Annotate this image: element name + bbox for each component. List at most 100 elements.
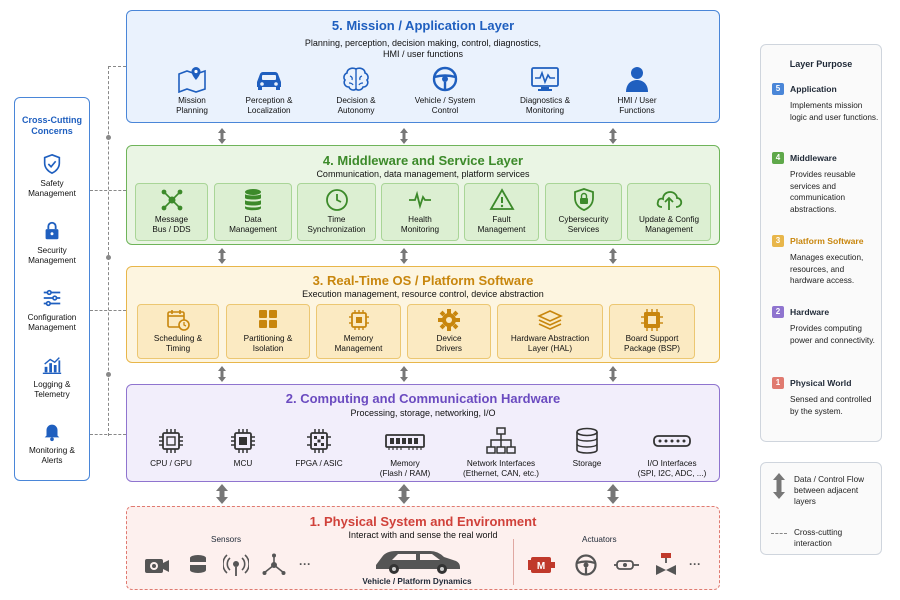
- lock-icon: [45, 221, 59, 240]
- cross-connector-l2: [90, 434, 126, 435]
- layer5-title: 5. Mission / Application Layer: [331, 18, 515, 33]
- map-pin-icon: [178, 67, 206, 93]
- item-fpga[interactable]: FPGA / ASIC: [287, 426, 351, 469]
- actuators-more: ···: [689, 557, 701, 571]
- layer-platform-software: 3. Real-Time OS / Platform Software Exec…: [126, 266, 720, 363]
- cross-connector-l5: [108, 66, 126, 67]
- shield-lock-icon: [573, 188, 594, 211]
- car-icon: [257, 72, 281, 90]
- bell-icon: [44, 424, 60, 442]
- item-perception[interactable]: Perception &Localization: [233, 65, 305, 116]
- layer-hardware: 2. Computing and Communication Hardware …: [126, 384, 720, 482]
- vehicle-label: Vehicle / Platform Dynamics: [362, 577, 472, 586]
- purpose-entry-platform: 3 Platform Software Manages execution, re…: [772, 234, 880, 287]
- purpose-desc: Manages execution, resources, and hardwa…: [790, 253, 864, 285]
- badge-3: 3: [772, 235, 784, 247]
- fpga-icon: [307, 429, 331, 453]
- shield-check-icon: [43, 153, 61, 175]
- lidar-icon: [190, 555, 206, 573]
- warning-icon: [488, 188, 515, 210]
- legend-cross-text: Cross-cutting interaction: [794, 528, 843, 548]
- purpose-desc: Provides reusable services and communica…: [790, 170, 856, 214]
- flow-arrow-3-2-left: [218, 366, 226, 382]
- steering-actuator-icon: [575, 554, 597, 576]
- vehicle-icon: [376, 551, 460, 574]
- monitor-pulse-icon: [531, 67, 559, 91]
- flow-arrow-5-4-left: [218, 128, 226, 144]
- camera-icon: [145, 559, 169, 573]
- sensor-actuator-divider: [513, 539, 514, 585]
- card-scheduling[interactable]: Scheduling &Timing: [137, 304, 219, 359]
- item-io-interfaces[interactable]: I/O Interfaces(SPI, I2C, ADC, ...): [627, 426, 717, 479]
- actuators-label: Actuators: [582, 535, 617, 544]
- item-diagnostics[interactable]: Diagnostics &Monitoring: [509, 65, 581, 116]
- item-storage[interactable]: Storage: [557, 426, 617, 469]
- layer5-subtitle: Planning, perception, decision making, c…: [304, 38, 542, 59]
- layer3-title: 3. Real-Time OS / Platform Software: [312, 273, 534, 288]
- grid-icon: [259, 310, 277, 328]
- item-memory[interactable]: Memory(Flash / RAM): [367, 426, 443, 479]
- sensors-more: ···: [299, 557, 311, 571]
- layer2-title: 2. Computing and Communication Hardware: [285, 391, 561, 406]
- calendar-clock-icon: [167, 310, 190, 331]
- purpose-name: Physical World: [790, 378, 852, 388]
- flow-arrow-4-3-left: [218, 248, 226, 264]
- purpose-desc: Implements mission logic and user functi…: [790, 101, 879, 122]
- flow-arrow-5-4-center: [400, 128, 408, 144]
- double-arrow-icon: [773, 473, 785, 499]
- item-network-interfaces[interactable]: Network Interfaces(Ethernet, CAN, etc.): [449, 426, 553, 479]
- cross-connector-l3: [90, 310, 126, 311]
- legend-panel: Data / Control Flow between adjacent lay…: [760, 462, 882, 555]
- layer1-subtitle: Interact with and sense the real world: [348, 530, 498, 540]
- cross-item-monitoring[interactable]: Monitoring &Alerts: [15, 420, 89, 466]
- circuit-board-icon: [641, 309, 663, 331]
- badge-4: 4: [772, 152, 784, 164]
- flow-arrow-4-3-center: [400, 248, 408, 264]
- cpu-icon: [159, 429, 183, 453]
- io-port-icon: [653, 435, 691, 447]
- purpose-desc: Sensed and controlled by the system.: [790, 395, 872, 416]
- badge-5: 5: [772, 83, 784, 95]
- pulse-icon: [409, 190, 431, 210]
- layer-application: 5. Mission / Application Layer Planning,…: [126, 10, 720, 123]
- layer3-subtitle: Execution management, resource control, …: [302, 289, 544, 299]
- flow-arrow-4-3-right: [609, 248, 617, 264]
- brain-icon: [343, 67, 369, 91]
- layer-purpose-title: Layer Purpose: [789, 59, 853, 69]
- item-cpu-gpu[interactable]: CPU / GPU: [141, 426, 201, 469]
- purpose-name: Platform Software: [790, 236, 864, 246]
- layer2-subtitle: Processing, storage, networking, I/O: [350, 408, 496, 418]
- valve-icon: [656, 553, 676, 575]
- cross-item-logging[interactable]: Logging &Telemetry: [15, 354, 89, 400]
- card-partitioning[interactable]: Partitioning &Isolation: [226, 304, 310, 359]
- network-nodes-icon: [161, 189, 182, 211]
- layer-middleware: 4. Middleware and Service Layer Communic…: [126, 145, 720, 245]
- layer4-subtitle: Communication, data management, platform…: [316, 169, 530, 179]
- layer-physical: 1. Physical System and Environment Inter…: [126, 506, 720, 590]
- connector-dot: [106, 135, 111, 140]
- item-decision[interactable]: Decision &Autonomy: [321, 65, 391, 116]
- item-mcu[interactable]: MCU: [213, 426, 273, 469]
- user-icon: [626, 67, 648, 92]
- layers-icon: [537, 310, 563, 330]
